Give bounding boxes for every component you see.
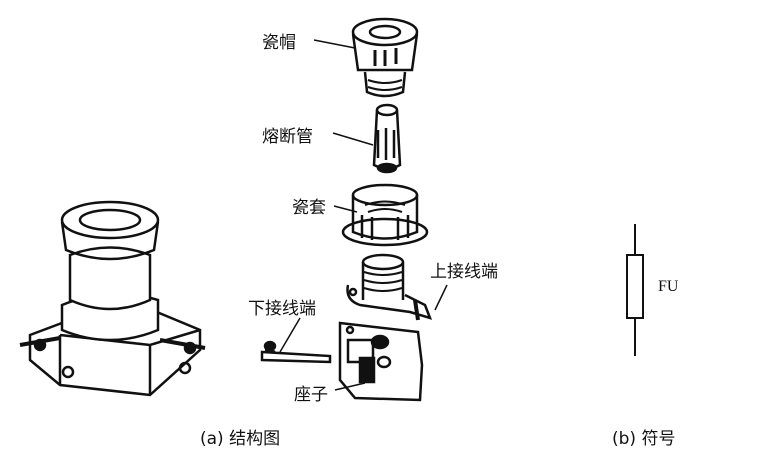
porcelain-cap-drawing bbox=[351, 17, 419, 98]
label-base: 座子 bbox=[294, 385, 328, 405]
assembled-fuse bbox=[19, 200, 206, 397]
caption-structure: (a) 结构图 bbox=[200, 429, 281, 449]
fuse-symbol bbox=[626, 224, 644, 356]
label-fuse-tube: 熔断管 bbox=[262, 127, 313, 147]
base-drawing bbox=[338, 321, 424, 402]
label-porcelain-sleeve: 瓷套 bbox=[292, 198, 326, 218]
label-upper-terminal: 上接线端 bbox=[430, 262, 498, 282]
leader-lines bbox=[279, 39, 448, 391]
caption-symbol: (b) 符号 bbox=[612, 429, 676, 449]
upper-terminal-drawing bbox=[346, 253, 433, 321]
lower-terminal-drawing bbox=[260, 340, 332, 364]
fuse-tube-drawing bbox=[372, 103, 402, 174]
porcelain-sleeve-drawing bbox=[341, 183, 429, 247]
label-lower-terminal: 下接线端 bbox=[248, 299, 316, 319]
symbol-label: FU bbox=[658, 278, 679, 295]
label-porcelain-cap: 瓷帽 bbox=[262, 33, 296, 53]
